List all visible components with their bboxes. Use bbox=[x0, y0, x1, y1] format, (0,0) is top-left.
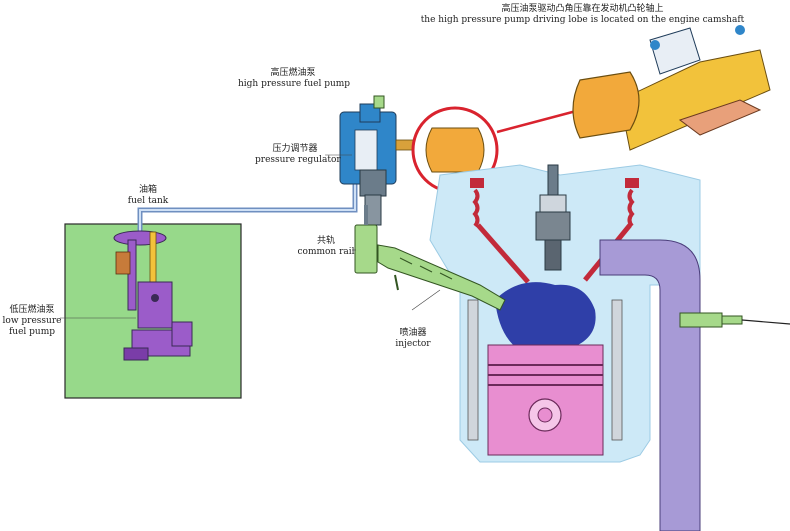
exhaust-pipe bbox=[599, 239, 701, 531]
label-regulator: 压力调节器 pressure regulator bbox=[255, 144, 341, 166]
label-hp-pump-zh: 高压燃油泵 bbox=[270, 68, 316, 78]
spark-plug bbox=[535, 164, 571, 271]
label-common-rail: 共轨 common rail bbox=[296, 236, 356, 258]
label-camshaft-en: the high pressure pump driving lobe is l… bbox=[420, 15, 745, 25]
label-common-rail-zh: 共轨 bbox=[316, 236, 335, 246]
cylinder-wall-right bbox=[611, 299, 623, 441]
combustion-chamber bbox=[495, 282, 596, 355]
label-lp-pump-en1: low pressure bbox=[2, 316, 62, 326]
oxygen-sensor bbox=[679, 312, 790, 328]
label-lp-pump: 低压燃油泵 low pressure fuel pump bbox=[2, 305, 62, 338]
label-regulator-zh: 压力调节器 bbox=[272, 144, 318, 154]
label-regulator-en: pressure regulator bbox=[255, 155, 341, 165]
high-pressure-fuel-pump bbox=[339, 95, 427, 226]
intake-valve bbox=[470, 178, 530, 284]
label-injector-en: injector bbox=[395, 339, 431, 349]
label-injector: 喷油器 injector bbox=[388, 328, 438, 350]
label-common-rail-en: common rail bbox=[297, 247, 355, 257]
label-camshaft: 高压油泵驱动凸角压靠在发动机凸轮轴上 the high pressure pum… bbox=[420, 4, 745, 26]
label-lp-pump-en2: fuel pump bbox=[8, 327, 56, 337]
piston bbox=[487, 344, 604, 456]
label-hp-pump: 高压燃油泵 high pressure fuel pump bbox=[238, 68, 351, 90]
cylinder-wall-left bbox=[467, 299, 479, 441]
label-lp-pump-zh: 低压燃油泵 bbox=[9, 305, 55, 315]
low-pressure-fuel-pump bbox=[113, 230, 193, 361]
injector bbox=[377, 244, 506, 311]
label-injector-zh: 喷油器 bbox=[399, 328, 427, 338]
callout-line bbox=[496, 108, 581, 134]
label-fuel-tank: 油箱 fuel tank bbox=[118, 185, 178, 207]
common-rail bbox=[354, 205, 378, 274]
label-fuel-tank-en: fuel tank bbox=[127, 196, 169, 206]
cam-lobe bbox=[425, 127, 485, 173]
camshaft bbox=[572, 25, 771, 151]
label-fuel-tank-zh: 油箱 bbox=[138, 185, 157, 195]
label-camshaft-zh: 高压油泵驱动凸角压靠在发动机凸轮轴上 bbox=[501, 4, 664, 14]
label-hp-pump-en: high pressure fuel pump bbox=[238, 79, 351, 89]
